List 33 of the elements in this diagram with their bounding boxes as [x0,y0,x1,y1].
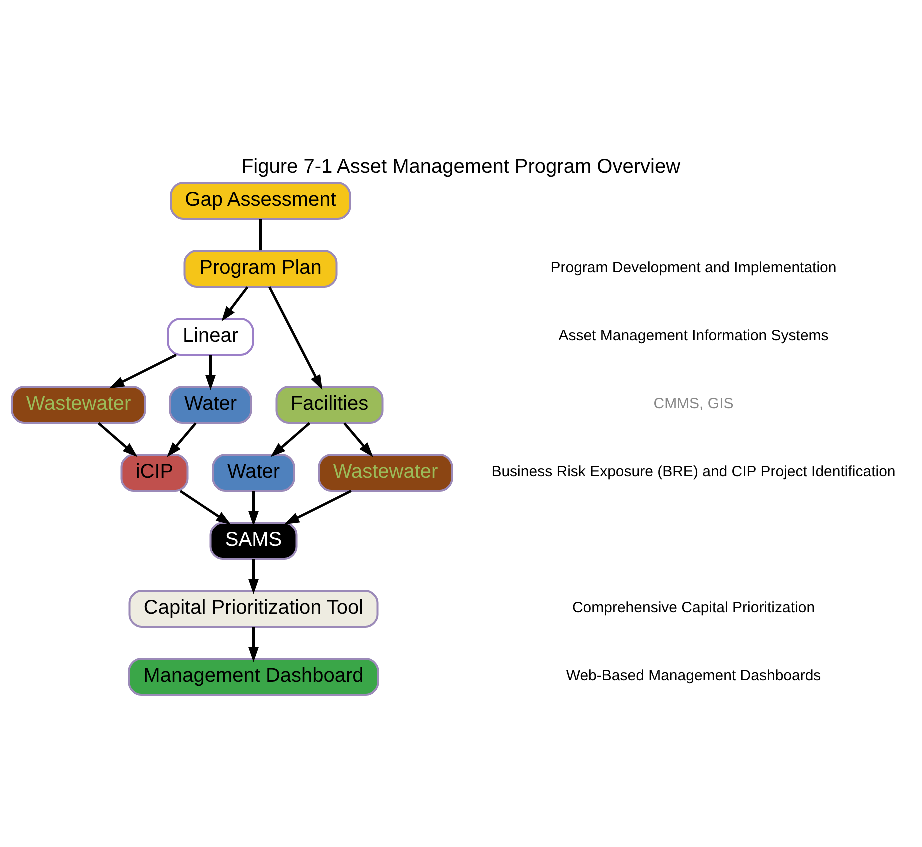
node-box: Wastewater [318,454,454,492]
node-box: Linear [167,318,254,356]
label: Comprehensive Capital Prioritization [572,599,816,616]
node-box: Facilities [276,386,384,424]
arrow [180,490,232,525]
connector [260,218,262,250]
arrow [344,422,374,457]
arrow [205,354,216,390]
node-box: iCIP [120,454,189,492]
arrow [167,422,197,457]
arrow [98,422,138,457]
node-box: Water [169,386,252,424]
label: Program Development and Implementation [550,259,837,276]
node-box: Wastewater [11,386,146,424]
node-box: Gap Assessment [170,182,352,220]
label: Business Risk Exposure (BRE) and CIP Project Identification [492,463,896,480]
label: Asset Management Information Systems [558,327,829,344]
arrow [110,354,177,388]
node-box: Program Plan [184,250,338,288]
arrow [222,286,249,322]
node-box: SAMS [210,522,298,560]
diagram-title: Figure 7-1 Asset Management Program Overview [241,156,681,178]
arrow [248,558,260,594]
label: Web-Based Management Dashboards [566,667,822,684]
arrow [268,286,323,390]
arrow [270,422,311,457]
arrow [248,626,260,662]
label: CMMS, GIS [654,395,734,412]
arrow [248,490,260,526]
node-box: Capital Prioritization Tool [128,590,379,628]
node-box: Water [212,454,296,492]
node-box: Management Dashboard [128,658,380,696]
arrow [284,490,352,524]
